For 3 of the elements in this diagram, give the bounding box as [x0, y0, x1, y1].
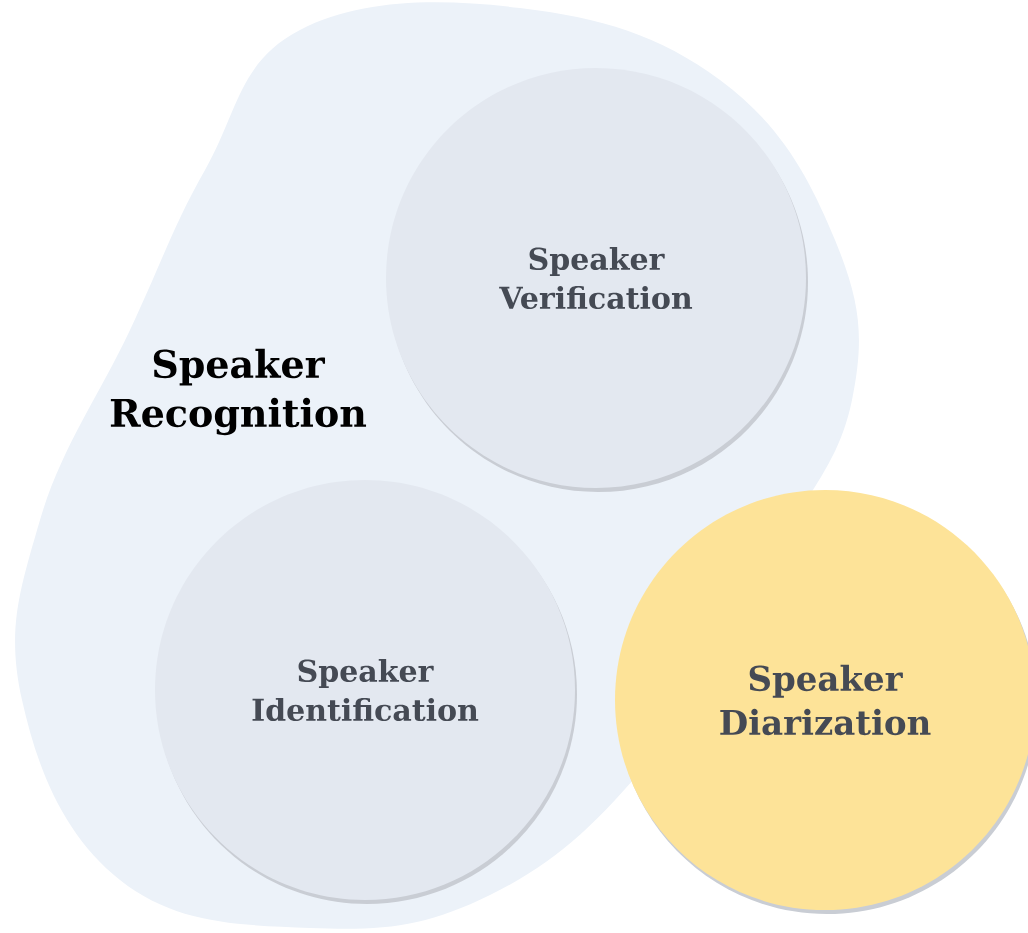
circle-node: Speaker Diarization: [615, 490, 1028, 914]
circle-node: Speaker Verification: [386, 68, 808, 492]
circle-node: Speaker Identification: [155, 480, 577, 904]
